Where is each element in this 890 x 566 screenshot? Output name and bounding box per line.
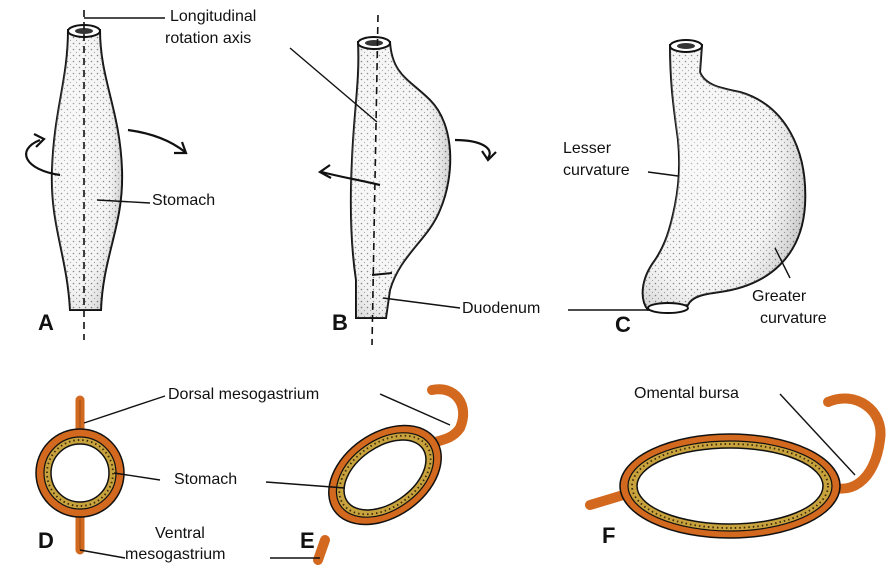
cross-section-d (36, 396, 165, 558)
panel-letter-f: F (602, 523, 615, 549)
stomach-stage-c (643, 40, 806, 313)
panel-letter-c: C (615, 312, 631, 338)
cross-section-e (266, 389, 463, 560)
stomach-label-a: Stomach (152, 192, 215, 210)
stomach-stage-a (26, 10, 186, 340)
ventral-mesogastrium-label-line2: mesogastrium (125, 546, 225, 564)
stomach-stage-b (290, 15, 496, 345)
cross-section-f (590, 394, 881, 538)
stomach-label-de: Stomach (174, 471, 237, 489)
longitudinal-axis-label-line2: rotation axis (165, 30, 251, 48)
ventral-mesogastrium-label-line1: Ventral (155, 525, 205, 543)
longitudinal-axis-label-line1: Longitudinal (170, 8, 256, 26)
lesser-curvature-label-line2: curvature (563, 162, 630, 180)
dorsal-mesogastrium-label: Dorsal mesogastrium (168, 386, 319, 404)
lesser-curvature-label-line1: Lesser (563, 140, 611, 158)
panel-letter-e: E (300, 528, 315, 554)
greater-curvature-label-line1: Greater (752, 288, 806, 306)
panel-letter-d: D (38, 528, 54, 554)
duodenum-label: Duodenum (462, 300, 540, 318)
omental-bursa-label: Omental bursa (634, 385, 739, 403)
panel-letter-b: B (332, 310, 348, 336)
greater-curvature-label-line2: curvature (760, 310, 827, 328)
rotation-arrow-right (128, 130, 185, 152)
panel-letter-a: A (38, 310, 54, 336)
